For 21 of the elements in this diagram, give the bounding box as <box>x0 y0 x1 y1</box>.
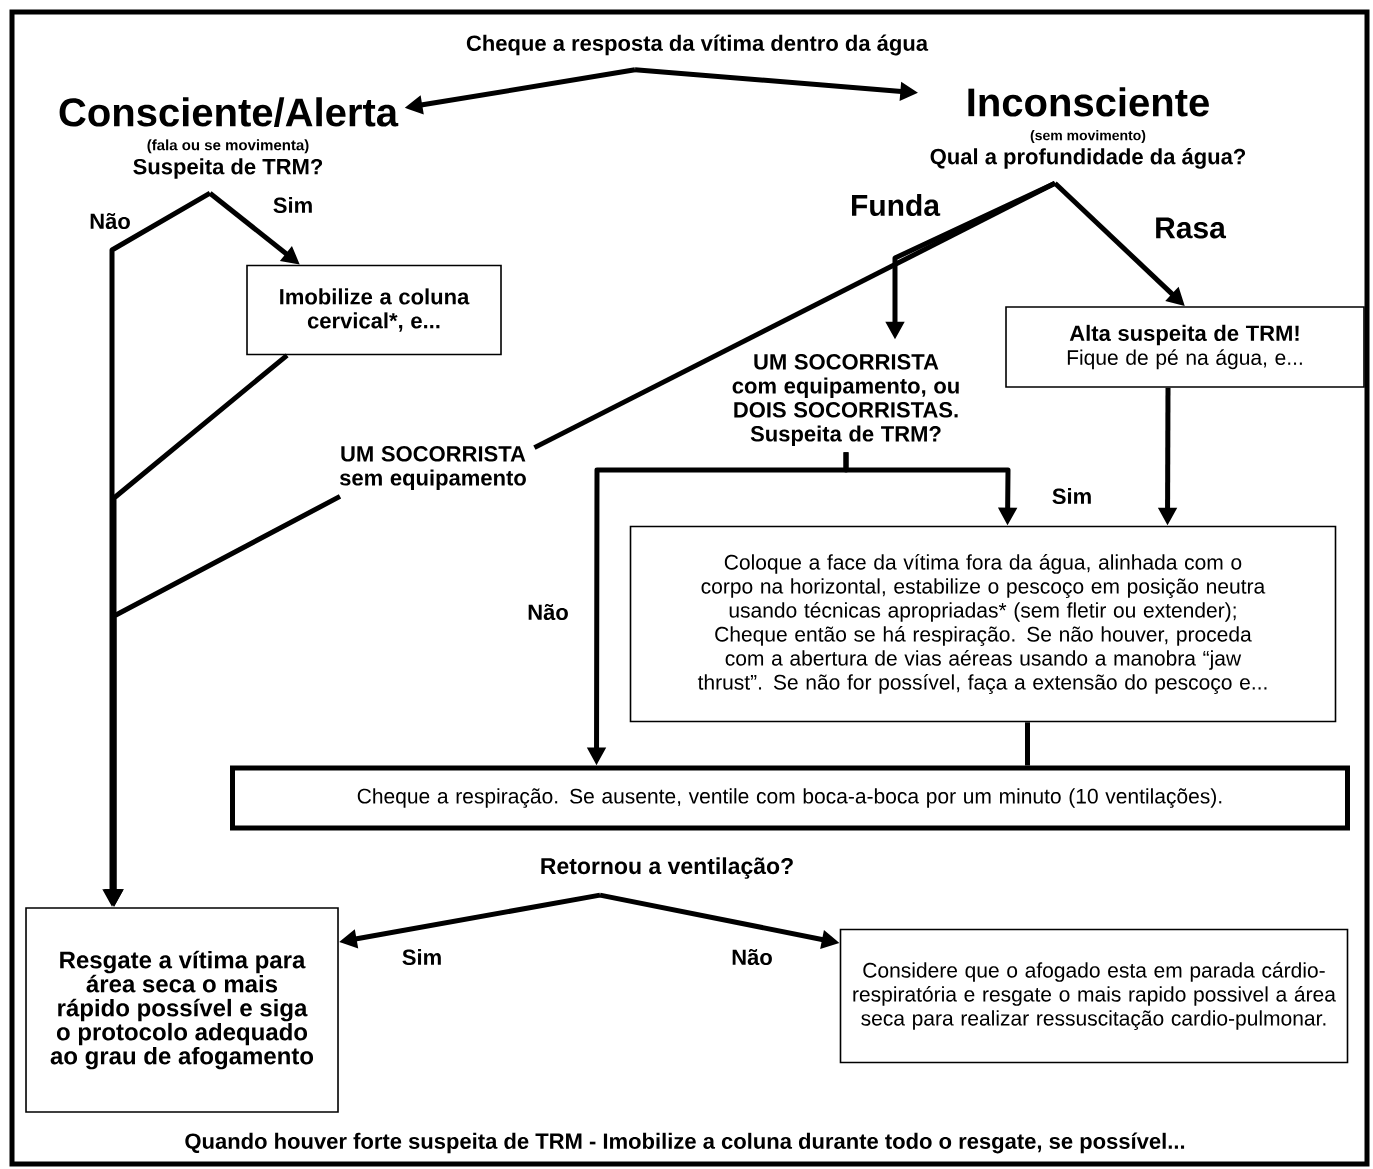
process-box: Imobilize a coluna cervical*, e... <box>246 264 502 356</box>
edge-label: Sim <box>399 946 445 968</box>
question-text: Cheque a resposta da vítima dentro da água <box>466 34 929 56</box>
edge-label: Sim <box>1049 485 1095 507</box>
question-text: Inconsciente (sem movimento) Qual a profundidade da água? <box>930 87 1246 169</box>
edge-label: Não <box>87 210 133 232</box>
process-box: Coloque a face da vítima fora da água, alinhada com o corpo na horizontal, estabilize o pescoço em posição neutra usando técnicas apropriadas* (sem fletir ou extender); Cheque então se há respiração. Se não houver, proceda com a abertura de vias aéreas usando a manobra “jaw thrust”. Se não for possível, faça a extensão do pescoço e... <box>629 525 1337 723</box>
process-box: Alta suspeita de TRM! Fique de pé na água, e... <box>1005 306 1365 388</box>
note-text: Quando houver forte suspeita de TRM - Imobilize a coluna durante todo o resgate, se possível... <box>185 1132 1185 1154</box>
question-text: Retornou a ventilação? <box>541 857 793 879</box>
process-box: Considere que o afogado esta em parada cárdio-respiratória e resgate o mais rapido possivel a área seca para realizar ressuscitação cardio-pulmonar. <box>839 928 1349 1064</box>
edge-label: Funda <box>848 192 942 218</box>
process-box: Resgate a vítima para área seca o mais rápido possível e siga o protocolo adequado ao grau de afogamento <box>25 907 339 1113</box>
question-text: Consciente/Alerta (fala ou se movimenta) Suspeita de TRM? <box>59 97 399 179</box>
edge-label: Sim <box>270 194 316 216</box>
question-text: UM SOCORRISTA sem equipamento <box>340 446 526 490</box>
edge-label: Não <box>729 946 775 968</box>
process-box: Cheque a respiração. Se ausente, ventile com boca-a-boca por um minuto (10 ventilações). <box>230 765 1350 831</box>
edge-label: Não <box>525 601 571 623</box>
question-text: UM SOCORRISTA com equipamento, ou DOIS SOCORRISTAS. Suspeita de TRM? <box>732 354 959 446</box>
edge-label: Rasa <box>1152 215 1228 241</box>
